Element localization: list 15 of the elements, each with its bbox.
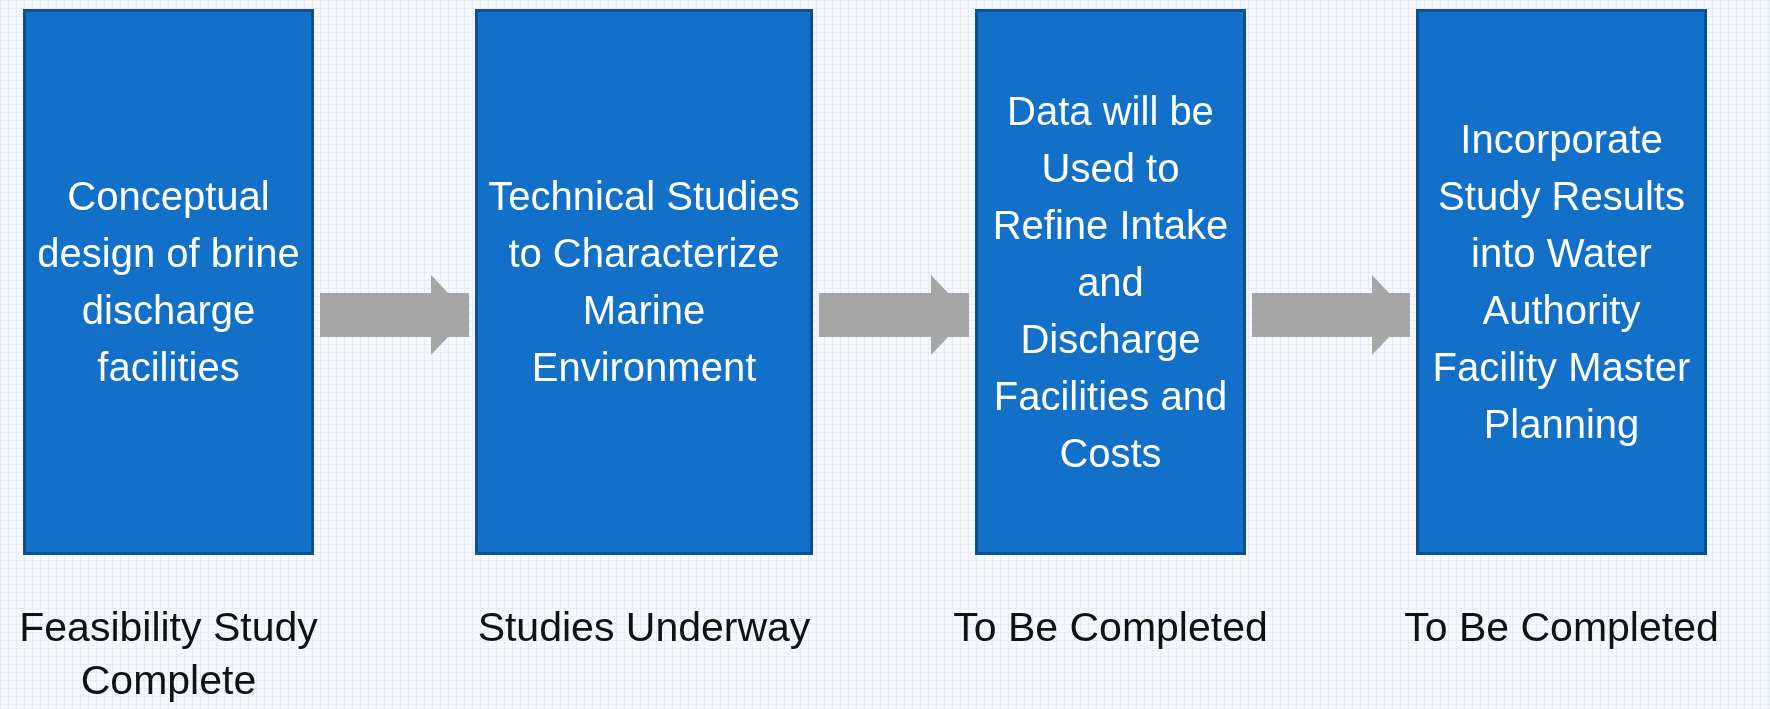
status-label: To Be Completed bbox=[1403, 603, 1720, 652]
block-arrow bbox=[819, 275, 969, 355]
block-arrow bbox=[1252, 275, 1410, 355]
process-box bbox=[475, 9, 813, 555]
status-label: Feasibility Study Complete bbox=[18, 603, 319, 705]
block-arrow bbox=[320, 275, 469, 355]
process-box bbox=[975, 9, 1246, 555]
status-label: To Be Completed bbox=[952, 603, 1269, 652]
box-text: Incorporate Study Results into Water Authority Facility Master Planning bbox=[1431, 116, 1692, 448]
status-label: Studies Underway bbox=[476, 603, 812, 652]
process-box bbox=[1416, 9, 1707, 555]
box-text: Technical Studies to Characterize Marine Environment bbox=[487, 173, 801, 391]
box-text: Data will be Used to Refine Intake and Discharge Facilities and Costs bbox=[991, 87, 1230, 477]
process-box bbox=[23, 9, 314, 555]
box-text: Conceptual design of brine discharge facilities bbox=[36, 173, 301, 391]
